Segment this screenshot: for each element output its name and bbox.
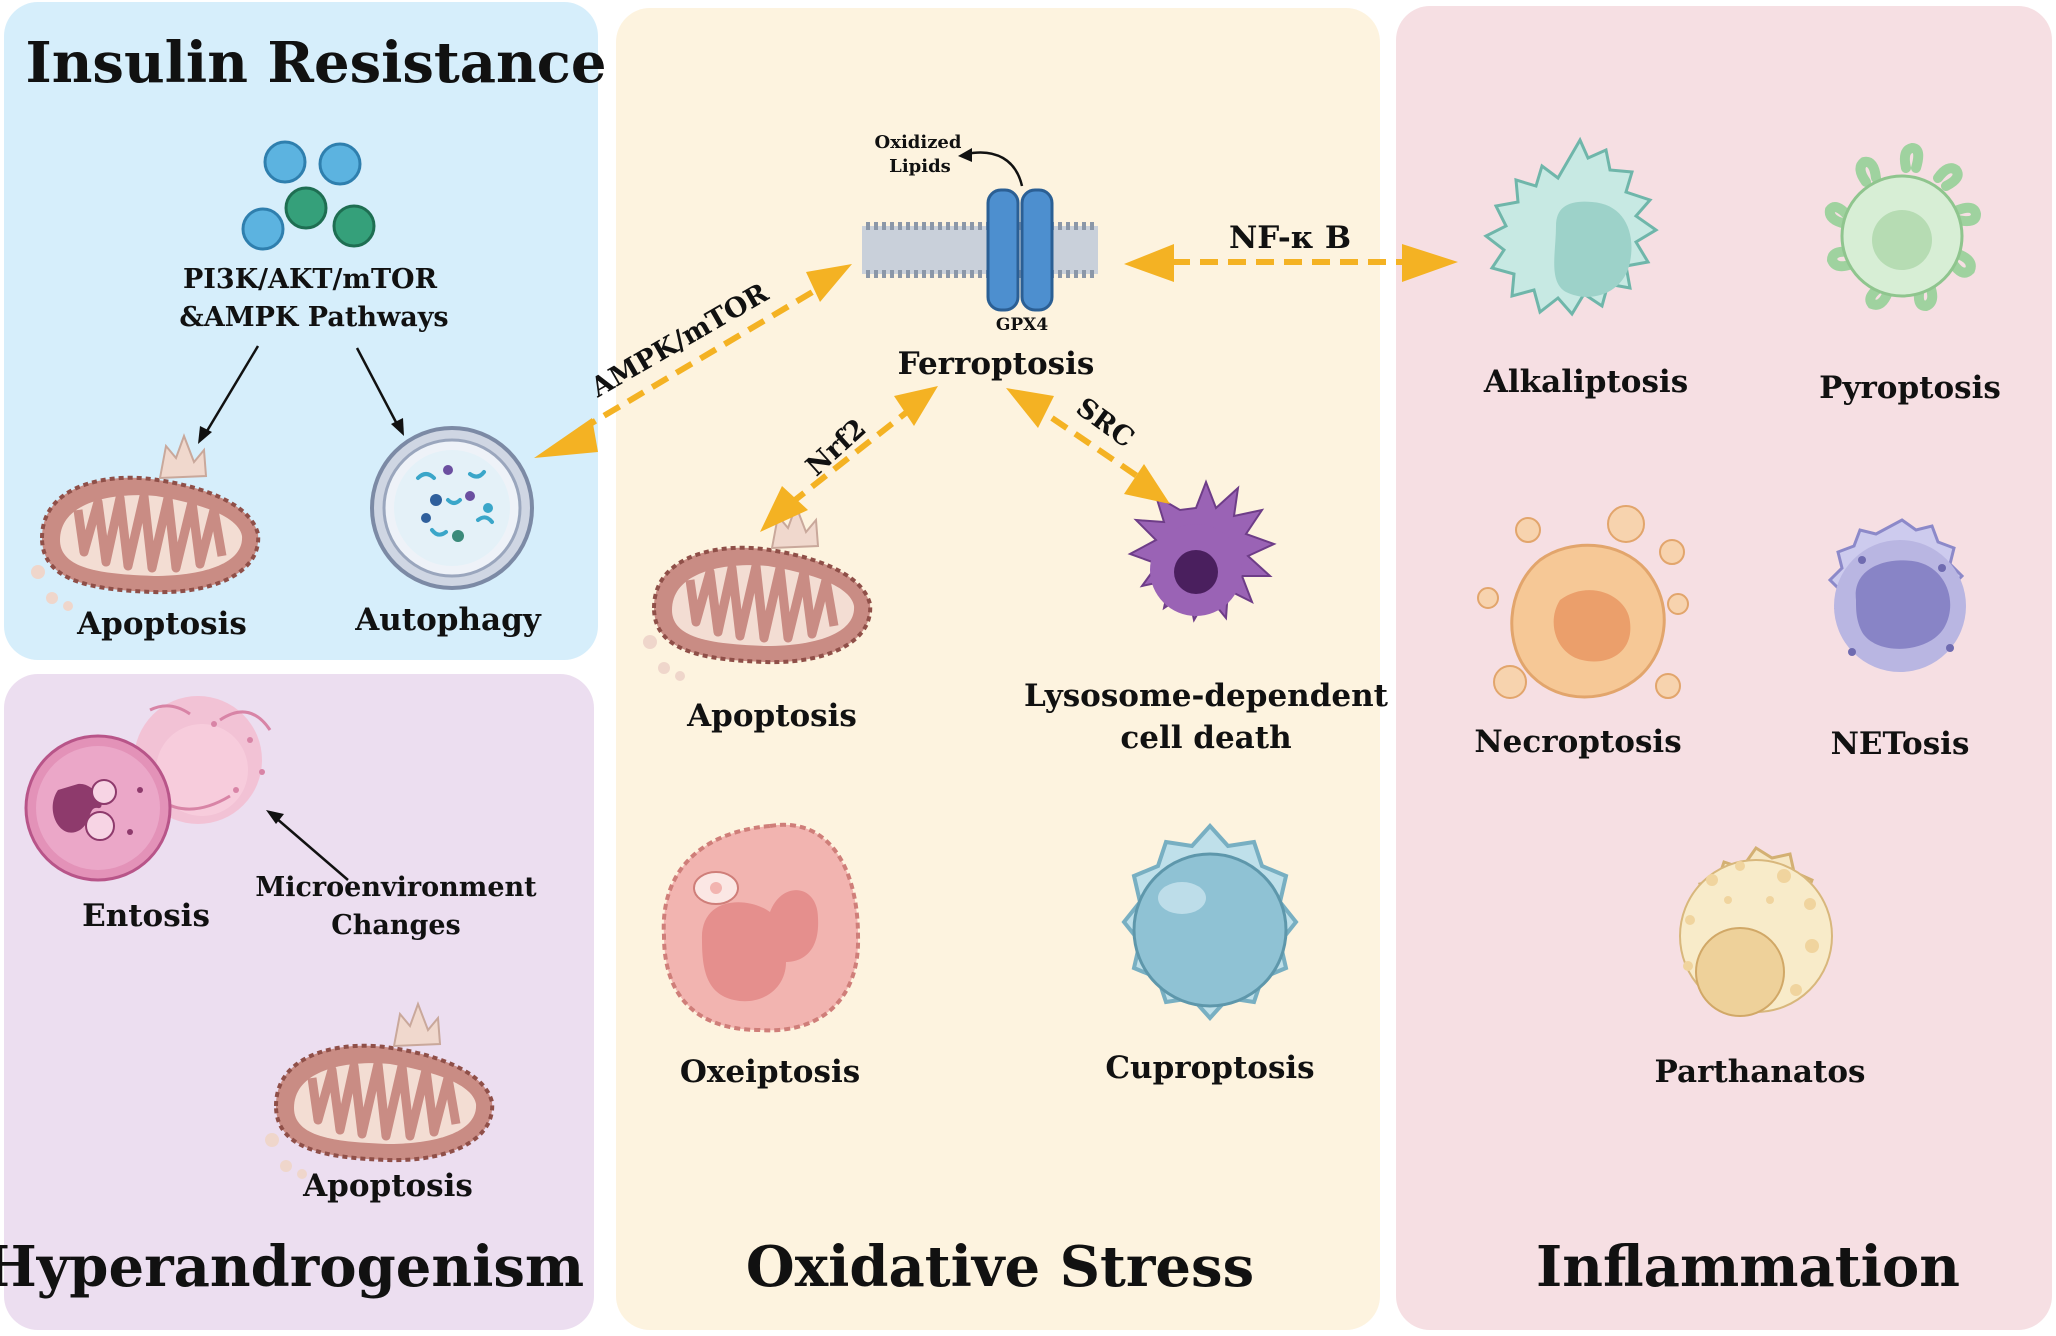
src-connector	[1006, 388, 1170, 504]
parthanatos-cell-icon	[1679, 845, 1833, 1017]
gpx4-channel-icon	[986, 188, 1054, 312]
microenvironment-label-line2: Changes	[331, 910, 461, 941]
lysosome-label-line2: cell death	[1120, 720, 1291, 756]
inflammation-panel-title: Inflammation	[1536, 1234, 1960, 1300]
necroptosis-label: Necroptosis	[1474, 724, 1681, 760]
pyroptosis-label: Pyroptosis	[1819, 370, 2001, 406]
cuproptosis-cell-icon	[1121, 823, 1299, 1021]
pathway-label-line1: PI3K/AKT/mTOR	[183, 264, 438, 295]
gpx4-label: GPX4	[996, 315, 1048, 335]
nrf2-connector	[760, 386, 938, 532]
lysosome-label-line1: Lysosome-dependent	[1024, 678, 1389, 714]
nfkb-connector	[1124, 244, 1458, 282]
cuproptosis-label: Cuproptosis	[1105, 1050, 1314, 1086]
lysosome-cell-icon	[1127, 479, 1277, 623]
ampk-mtor-connector	[534, 264, 852, 458]
parthanatos-label: Parthanatos	[1655, 1054, 1866, 1090]
entosis-cell-icon	[24, 696, 272, 882]
oxidative-apoptosis-label: Apoptosis	[686, 698, 857, 734]
pathway-label-line2: &AMPK Pathways	[179, 302, 448, 333]
autophagosome-icon	[370, 426, 534, 590]
alkaliptosis-label: Alkaliptosis	[1483, 364, 1688, 400]
netosis-cell-icon	[1827, 518, 1966, 672]
oxeiptosis-label: Oxeiptosis	[680, 1054, 860, 1090]
netosis-label: NETosis	[1831, 726, 1970, 762]
oxidized-lipids-label-line1: Oxidized	[875, 132, 962, 153]
microenvironment-arrow	[275, 817, 349, 881]
molecule-cluster-icon	[241, 140, 376, 251]
pyroptosis-cell-icon	[1824, 142, 1982, 312]
oxeiptosis-cell-icon	[661, 822, 861, 1033]
insulin-apoptosis-label: Apoptosis	[76, 606, 247, 642]
autophagy-label: Autophagy	[354, 602, 542, 638]
inflammation-panel	[1396, 6, 2052, 1330]
arrow-to-autophagy	[355, 347, 400, 427]
necroptosis-cell-icon	[1477, 505, 1689, 699]
membrane-bilayer-icon	[862, 222, 1098, 278]
oxidative-panel-title: Oxidative Stress	[746, 1234, 1254, 1300]
arrow-to-apoptosis	[202, 345, 260, 437]
hyper-panel-title: Hyperandrogenism	[0, 1234, 584, 1300]
alkaliptosis-cell-icon	[1483, 136, 1659, 317]
oxidized-lipids-label-line2: Lipids	[889, 156, 951, 177]
nfkb-label: NF-κ B	[1229, 220, 1351, 256]
microenvironment-label-line1: Microenvironment	[255, 872, 537, 903]
oxidized-lipids-arrow	[965, 151, 1024, 187]
hyper-apoptosis-label: Apoptosis	[302, 1168, 473, 1204]
insulin-panel-title: Insulin Resistance	[26, 30, 607, 96]
entosis-label: Entosis	[82, 898, 210, 934]
ferroptosis-label: Ferroptosis	[898, 346, 1095, 382]
